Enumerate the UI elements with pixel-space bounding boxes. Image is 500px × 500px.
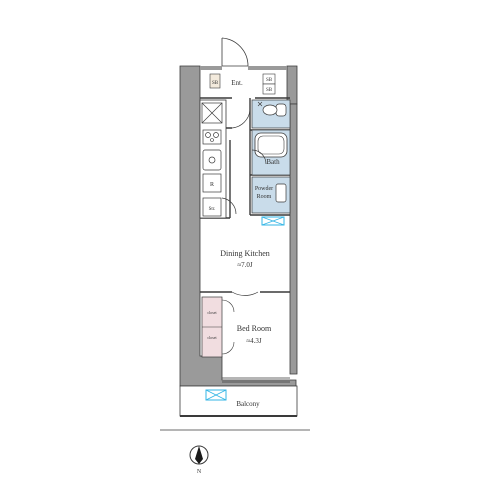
- bath-room: Bath: [251, 129, 291, 176]
- bathtub-icon: [254, 132, 288, 158]
- kitchen-counter: R Str.: [199, 99, 227, 219]
- storage-space: [202, 197, 222, 217]
- entrance-label: Ent.: [231, 79, 243, 87]
- top-wall: [200, 66, 222, 70]
- closet-label: closet: [207, 310, 217, 315]
- stove-icon: [202, 129, 222, 145]
- shoe-box-label: SB: [266, 88, 273, 93]
- shoe-box-label: SB: [266, 78, 273, 83]
- closet-label: closet: [207, 335, 217, 340]
- shoe-box-left: SB: [209, 73, 221, 89]
- bedroom-size: ≈4.3J: [246, 337, 262, 345]
- bedroom-window: [222, 377, 290, 383]
- washbasin-icon: [275, 183, 287, 203]
- storage-label: Str.: [209, 207, 216, 212]
- compass-icon: N: [189, 445, 209, 475]
- bedroom-label: Bed Room: [237, 324, 272, 333]
- exterior-walls: [179, 65, 298, 387]
- bath-label: Bath: [266, 158, 280, 166]
- powder-room-label: Room: [257, 194, 272, 200]
- bath-door: [251, 149, 267, 165]
- kitchen-door: [231, 109, 251, 129]
- sink-icon: [202, 149, 222, 171]
- storage-door: [221, 197, 237, 215]
- toilet-room: [251, 99, 291, 129]
- fridge-label: R: [210, 182, 214, 188]
- shoe-box-right: SB SB: [262, 73, 276, 95]
- closet: closet closet: [201, 296, 235, 358]
- powder-room-label: Powder: [255, 186, 273, 192]
- powder-room: Powder Room: [251, 176, 291, 214]
- bedroom-door: [231, 291, 260, 296]
- toilet-icon: [275, 103, 287, 117]
- dining-kitchen-size: ≈7.0J: [237, 261, 253, 269]
- dining-kitchen-label: Dining Kitchen: [220, 249, 270, 258]
- top-wall-right: [248, 66, 287, 70]
- balcony: Balcony: [179, 385, 298, 417]
- fridge-space: [202, 173, 222, 193]
- right-wall-lower: [289, 103, 298, 375]
- compass-label: N: [197, 469, 202, 475]
- entrance-door: [221, 37, 249, 67]
- balcony-label: Balcony: [236, 400, 260, 408]
- window-marker: [261, 216, 285, 226]
- shoe-box-label: SB: [212, 81, 219, 86]
